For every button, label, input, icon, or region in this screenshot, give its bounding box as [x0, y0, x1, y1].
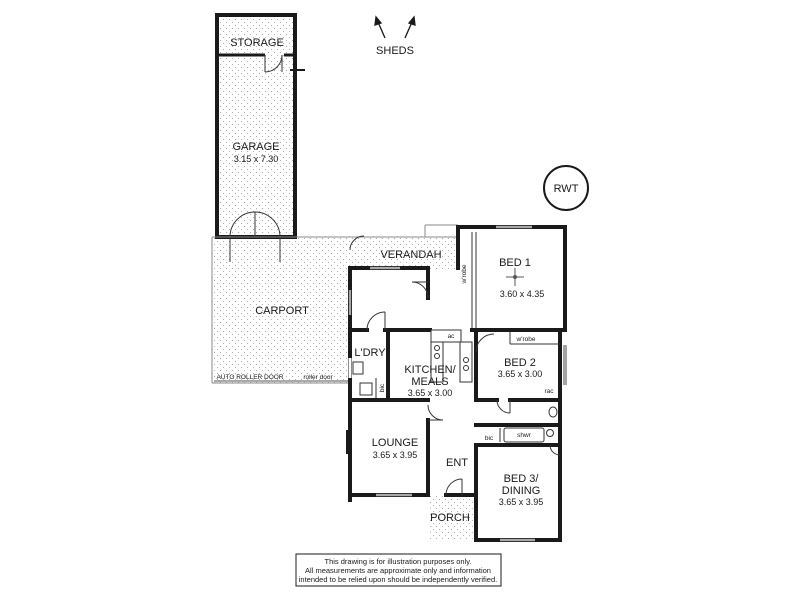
garage-dimensions: 3.15 x 7.30	[234, 154, 279, 164]
bed2-label: BED 2	[504, 357, 536, 369]
kitchen-label-line1: KITCHEN/	[404, 364, 456, 376]
lounge-heater	[346, 430, 352, 454]
bathroom-fixtures	[499, 406, 558, 443]
bed3-label-line2: DINING	[502, 485, 541, 497]
auto-roller-door-label: AUTO ROLLER DOOR	[216, 374, 283, 381]
bed2-dimensions: 3.65 x 3.00	[498, 369, 543, 379]
bed1-label: BED 1	[499, 257, 531, 269]
rainwater-tank	[543, 165, 589, 211]
roller-door-label: roller door	[303, 374, 333, 381]
rac-label: rac	[544, 388, 554, 395]
kitchen-dimensions: 3.65 x 3.00	[408, 388, 453, 398]
lounge-label: LOUNGE	[372, 437, 418, 449]
bed1-dimensions: 3.60 x 4.35	[500, 289, 545, 299]
disclaimer-line-2: All measurements are approximate only an…	[305, 566, 491, 575]
porch-area	[428, 495, 478, 541]
laundry-fixtures	[352, 361, 377, 398]
garage-label: GARAGE	[232, 141, 279, 153]
kitchen-label-line2: MEALS	[411, 376, 448, 388]
window-frames	[348, 225, 567, 542]
carport-label: CARPORT	[255, 305, 309, 317]
lounge-ac-label: ac	[347, 472, 354, 480]
hall-bic-label: bic	[485, 435, 494, 442]
rwt-label: RWT	[554, 183, 579, 195]
verandah-area	[350, 237, 458, 270]
bed2-wardrobe-label: w'robe	[516, 336, 536, 343]
carport-area	[212, 237, 350, 383]
wardrobes	[471, 232, 560, 345]
disclaimer-line-3: intended to be relied upon should be ind…	[299, 575, 497, 584]
storage-door	[264, 54, 283, 73]
bed3-label-line1: BED 3/	[504, 473, 540, 485]
disclaimer-box	[295, 553, 502, 587]
bed3-dimensions: 3.65 x 3.95	[499, 497, 544, 507]
verandah-outline	[424, 224, 458, 237]
garage-double-doors	[229, 211, 281, 262]
sheds-arrows-icon	[374, 15, 416, 39]
porch-label: PORCH	[430, 512, 470, 524]
carport-outline	[211, 236, 458, 384]
windows	[348, 225, 567, 542]
kitchen-ac-label: ac	[448, 333, 456, 340]
sheds-label: SHEDS	[376, 45, 414, 57]
shower-label: shwr	[517, 432, 532, 439]
verandah-label: VERANDAH	[380, 249, 441, 261]
kitchen-benches	[430, 329, 473, 383]
laundry-label: L'DRY	[354, 347, 386, 359]
interior-doors	[349, 235, 561, 496]
bed1-wardrobe-label: w'robe	[461, 264, 468, 284]
lounge-dimensions: 3.65 x 3.95	[373, 450, 418, 460]
laundry-bic-label: bic	[379, 383, 386, 392]
disclaimer-line-1: This drawing is for illustration purpose…	[324, 557, 471, 566]
entry-label: ENT	[446, 457, 468, 469]
garage-structure	[217, 15, 295, 237]
ceiling-fan-icon	[506, 268, 524, 286]
storage-label: STORAGE	[230, 37, 284, 49]
